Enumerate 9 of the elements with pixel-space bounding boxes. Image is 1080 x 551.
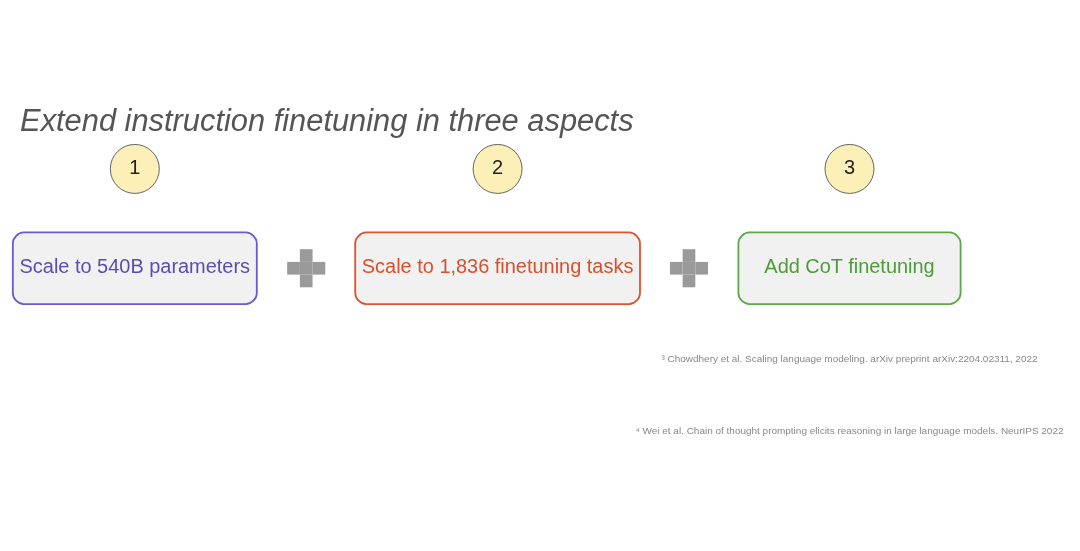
node-circle: 2 (472, 144, 523, 194)
diagram-title: Extend instruction finetuning in three aspects (20, 103, 634, 139)
label: ⁴ Wei et al. Chain of thought prompting elicits reasoning in large language models. NeurIPS 2022 (635, 424, 1064, 436)
label: ³ Chowdhery et al. Scaling language modeling. arXiv preprint arXiv:2204.02311, 2022 (661, 352, 1038, 364)
node-circle: 1 (109, 144, 160, 194)
node-circle: 3 (824, 144, 875, 194)
node-box: Scale to 1,836 finetuning tasks (354, 231, 641, 305)
node-box: Scale to 540B parameters (11, 231, 258, 305)
node-box: Add CoT finetuning (737, 231, 962, 305)
